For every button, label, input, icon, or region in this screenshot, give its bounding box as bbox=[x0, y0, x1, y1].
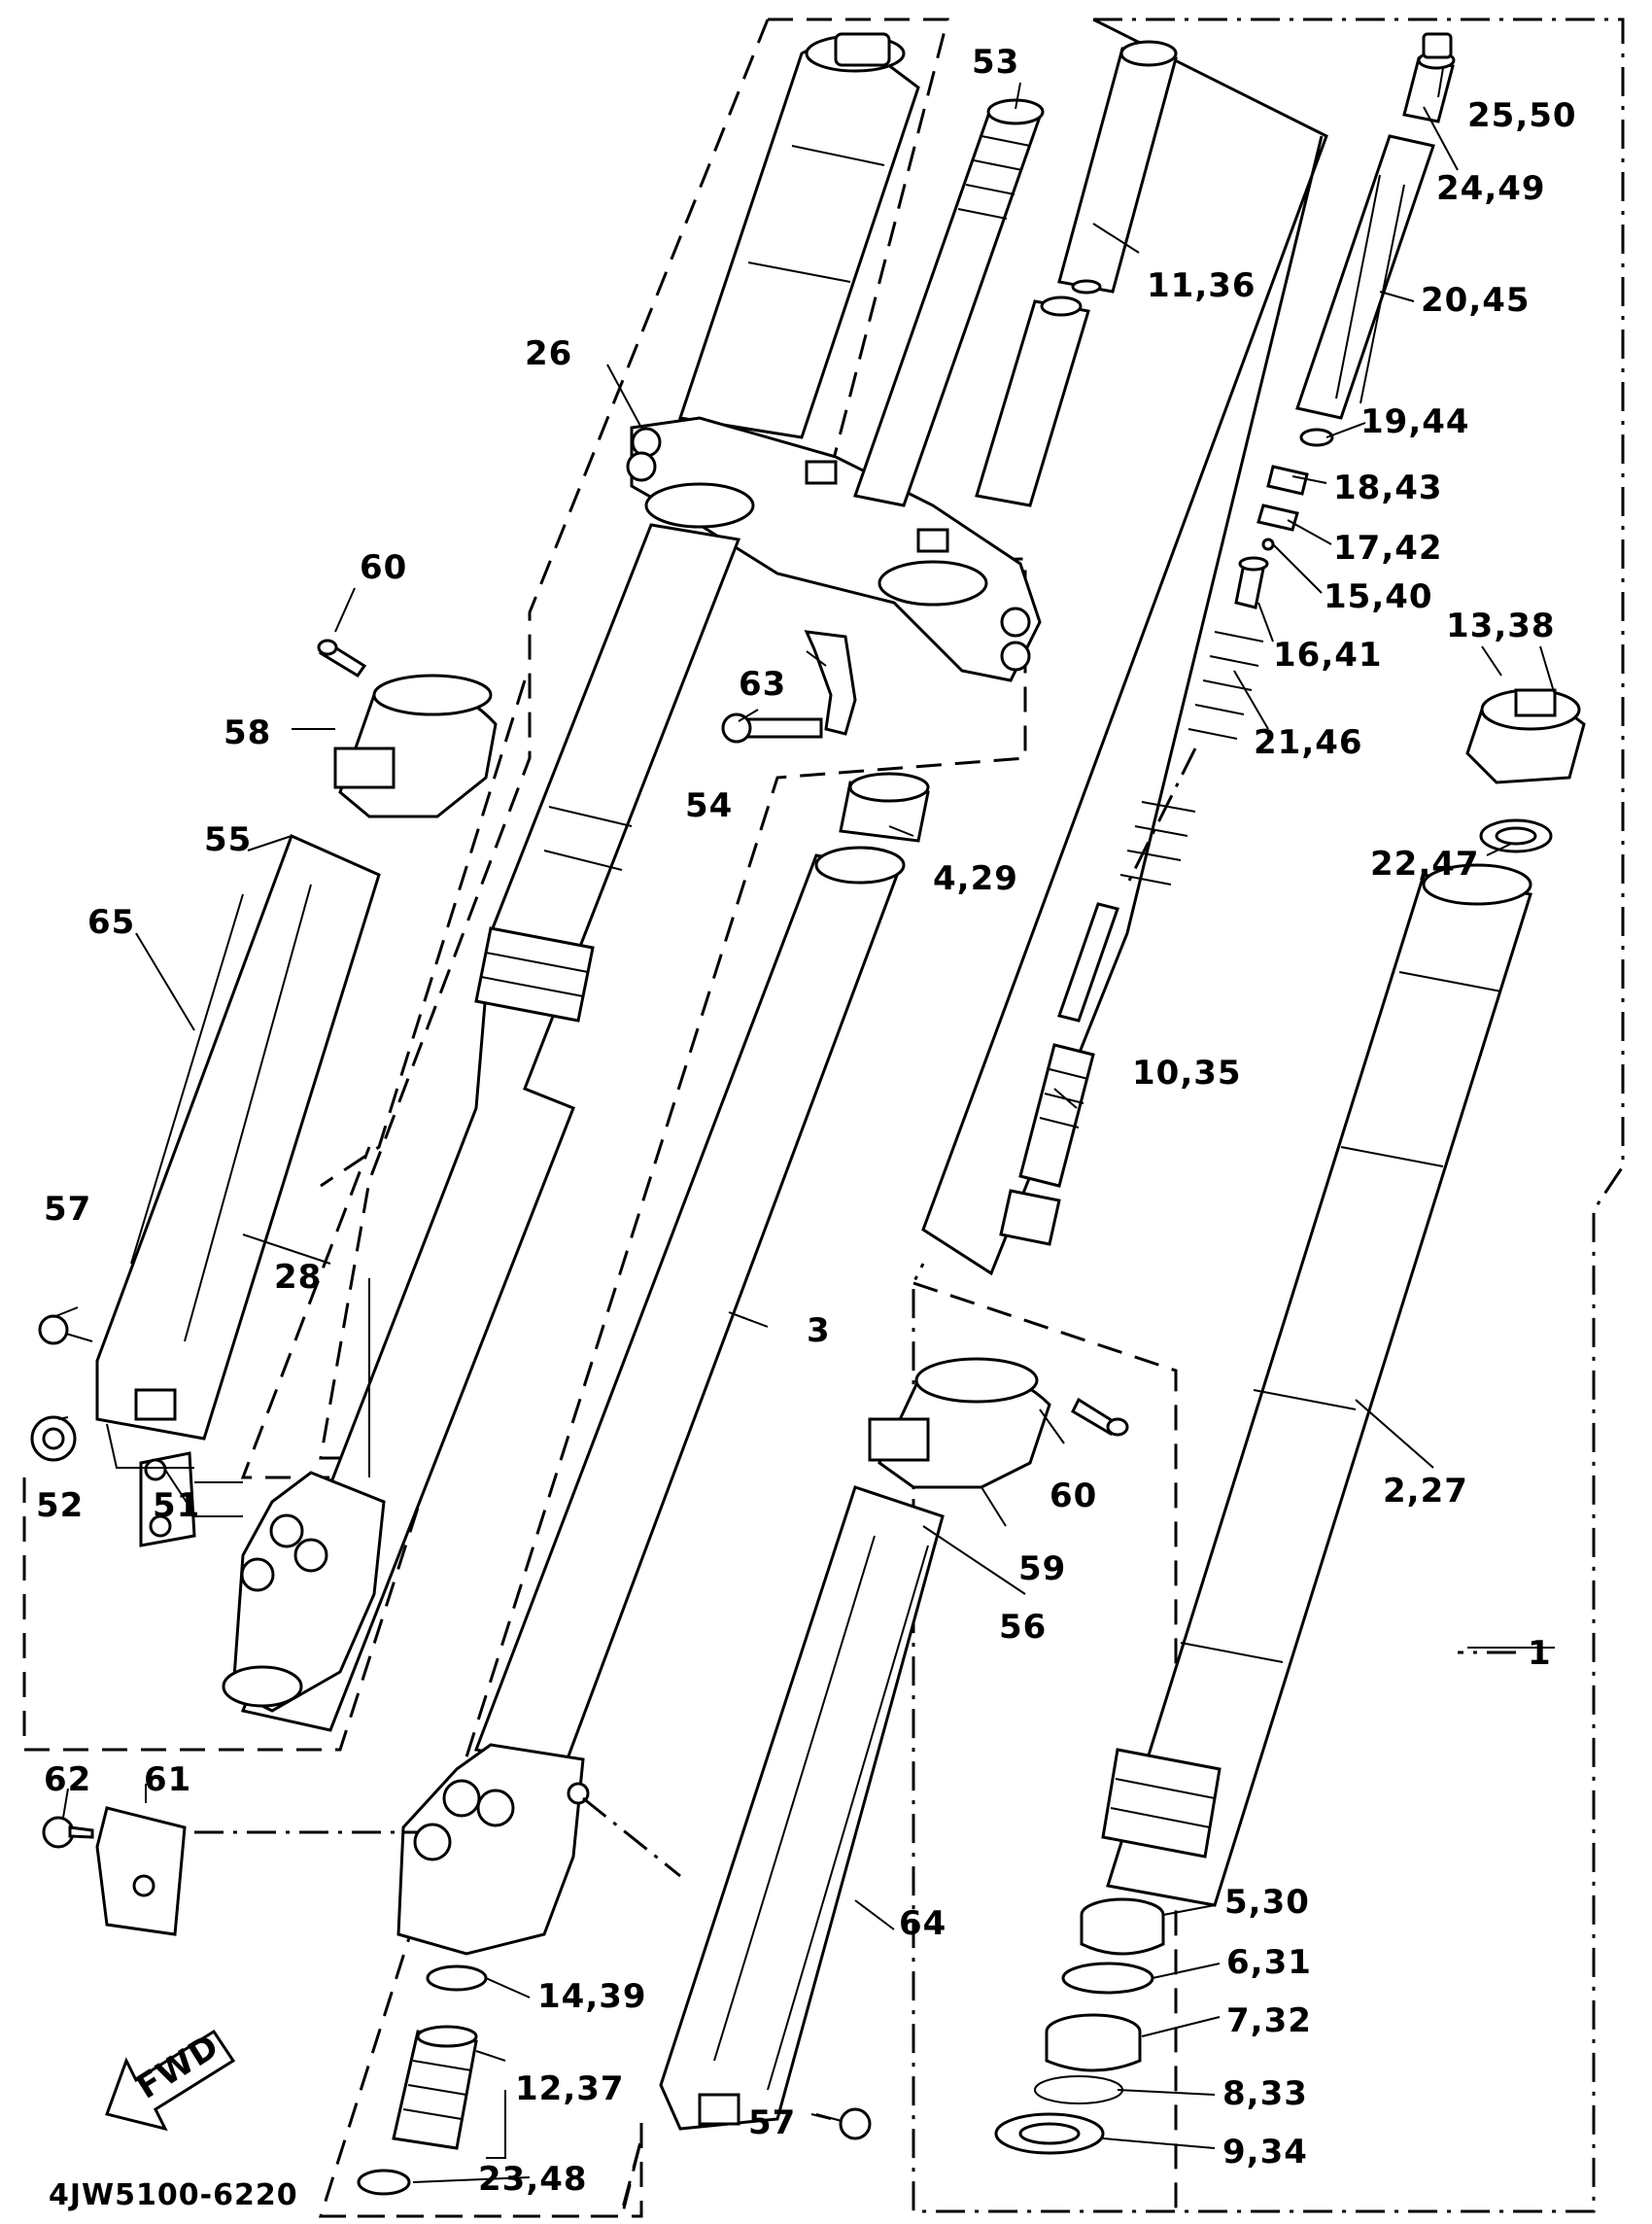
callout-26: 26 bbox=[525, 334, 572, 373]
callout-57-right: 57 bbox=[748, 2103, 796, 2142]
callout-57-left: 57 bbox=[44, 1190, 91, 1229]
brake-hose-bracket bbox=[721, 630, 857, 744]
callout-16-41: 16,41 bbox=[1273, 636, 1383, 675]
slide-bushing-stack bbox=[1101, 1748, 1222, 1859]
clip-8-33 bbox=[1034, 2075, 1123, 2104]
callout-7-32: 7,32 bbox=[1226, 2001, 1312, 2040]
lower-fork-leg-center bbox=[396, 1743, 590, 1956]
middle-boundary bbox=[318, 17, 1027, 2218]
outer-tube-2-27 bbox=[1106, 863, 1532, 1907]
fwd-arrow: FWD bbox=[105, 2027, 236, 2132]
fitting-24-25 bbox=[1402, 32, 1456, 123]
callout-11-36: 11,36 bbox=[1147, 266, 1256, 305]
guide-plate-61 bbox=[95, 1806, 187, 1936]
callout-15-40: 15,40 bbox=[1324, 577, 1433, 616]
callout-9-34: 9,34 bbox=[1222, 2133, 1308, 2172]
nut-52 bbox=[30, 1415, 77, 1462]
callout-4-29: 4,29 bbox=[933, 859, 1018, 898]
callout-64: 64 bbox=[899, 1904, 946, 1943]
fork-guard-left bbox=[95, 833, 381, 1441]
bolt-57-right bbox=[815, 2107, 872, 2140]
fork-collar-lower bbox=[868, 1357, 1051, 1489]
callout-19-44: 19,44 bbox=[1360, 402, 1470, 441]
lower-fork-leg-left bbox=[222, 1471, 386, 1713]
base-valve-12-37 bbox=[392, 2025, 478, 2150]
callout-6-31: 6,31 bbox=[1226, 1943, 1312, 1982]
callout-13-38: 13,38 bbox=[1446, 607, 1556, 645]
lower-parts-boundary bbox=[912, 1281, 1178, 2211]
bolt-16-41 bbox=[1234, 556, 1269, 609]
callout-63: 63 bbox=[739, 665, 786, 704]
washer-6-31 bbox=[1061, 1962, 1154, 1995]
washer-22-47 bbox=[1479, 818, 1553, 853]
fork-collar-upper bbox=[333, 674, 498, 818]
washer-14-39 bbox=[426, 1964, 488, 1992]
callout-58: 58 bbox=[224, 713, 271, 752]
callout-21-46: 21,46 bbox=[1254, 723, 1363, 762]
callout-3: 3 bbox=[807, 1311, 831, 1350]
callout-60-upper: 60 bbox=[360, 548, 407, 587]
callout-28: 28 bbox=[274, 1258, 322, 1297]
oil-seal-7-32 bbox=[1045, 2013, 1142, 2072]
dust-seal-9-34 bbox=[994, 2112, 1105, 2155]
callout-24-49: 24,49 bbox=[1436, 169, 1546, 208]
diagram-code: 4JW5100-6220 bbox=[49, 2178, 298, 2212]
callout-65: 65 bbox=[87, 903, 135, 942]
callout-61: 61 bbox=[144, 1760, 191, 1799]
callout-12-37: 12,37 bbox=[515, 2069, 625, 2108]
callout-52: 52 bbox=[36, 1486, 84, 1525]
callout-2-27: 2,27 bbox=[1383, 1472, 1468, 1511]
caliper-bracket bbox=[139, 1451, 243, 1547]
callout-51: 51 bbox=[153, 1486, 200, 1525]
callout-59: 59 bbox=[1018, 1549, 1066, 1588]
damper-box-boundary bbox=[321, 2119, 643, 2218]
collar-58-boundary bbox=[320, 679, 527, 1188]
callout-25-50: 25,50 bbox=[1467, 96, 1577, 135]
spring-21-46 bbox=[1119, 631, 1264, 886]
cap-bolt-13-38 bbox=[1465, 688, 1586, 784]
bushing-4-29 bbox=[839, 772, 930, 843]
upper-fork-tube bbox=[678, 32, 920, 439]
bolt-60-upper bbox=[317, 639, 367, 678]
callout-23-48: 23,48 bbox=[478, 2160, 588, 2199]
callout-18-43: 18,43 bbox=[1333, 469, 1443, 507]
dust-seal-rings bbox=[474, 926, 595, 1023]
callout-17-42: 17,42 bbox=[1333, 529, 1443, 568]
cartridge-boundary bbox=[921, 17, 1328, 1276]
callout-5-30: 5,30 bbox=[1224, 1883, 1310, 1922]
bolt-60-lower bbox=[1071, 1397, 1129, 1437]
callout-62: 62 bbox=[44, 1760, 91, 1799]
assembly-1-boundary bbox=[912, 17, 1625, 2213]
callout-10-35: 10,35 bbox=[1132, 1054, 1242, 1093]
bolt-57-left bbox=[38, 1314, 93, 1345]
bushing-5-30 bbox=[1080, 1897, 1165, 1956]
cartridge-lower-tube bbox=[975, 295, 1090, 507]
callout-56: 56 bbox=[999, 1608, 1047, 1647]
callout-8-33: 8,33 bbox=[1222, 2074, 1308, 2113]
bolt-62 bbox=[42, 1816, 94, 1849]
rod-20-45 bbox=[1295, 134, 1435, 420]
upper-triple-clamp bbox=[626, 416, 1042, 682]
callout-54: 54 bbox=[685, 786, 733, 825]
damper-rod-10-35 bbox=[999, 902, 1119, 1246]
callout-1: 1 bbox=[1528, 1634, 1552, 1673]
fork-guard-right bbox=[659, 1485, 945, 2131]
callout-53: 53 bbox=[972, 43, 1019, 82]
middle-left-boundary bbox=[319, 18, 770, 1460]
callout-14-39: 14,39 bbox=[537, 1977, 647, 2016]
callout-22-47: 22,47 bbox=[1370, 845, 1480, 884]
callout-20-45: 20,45 bbox=[1421, 281, 1531, 320]
damper-rod bbox=[853, 98, 1045, 507]
bolt-23-48 bbox=[357, 2169, 411, 2196]
leader-lines bbox=[52, 67, 1556, 2183]
cartridge-upper-tube bbox=[1057, 40, 1178, 295]
callout-labels: 53 25,50 24,49 11,36 20,45 26 19,44 18,4… bbox=[36, 43, 1577, 2199]
callout-60-lower: 60 bbox=[1050, 1477, 1097, 1515]
callout-55: 55 bbox=[204, 820, 252, 859]
small-parts-15-19 bbox=[1256, 428, 1334, 551]
